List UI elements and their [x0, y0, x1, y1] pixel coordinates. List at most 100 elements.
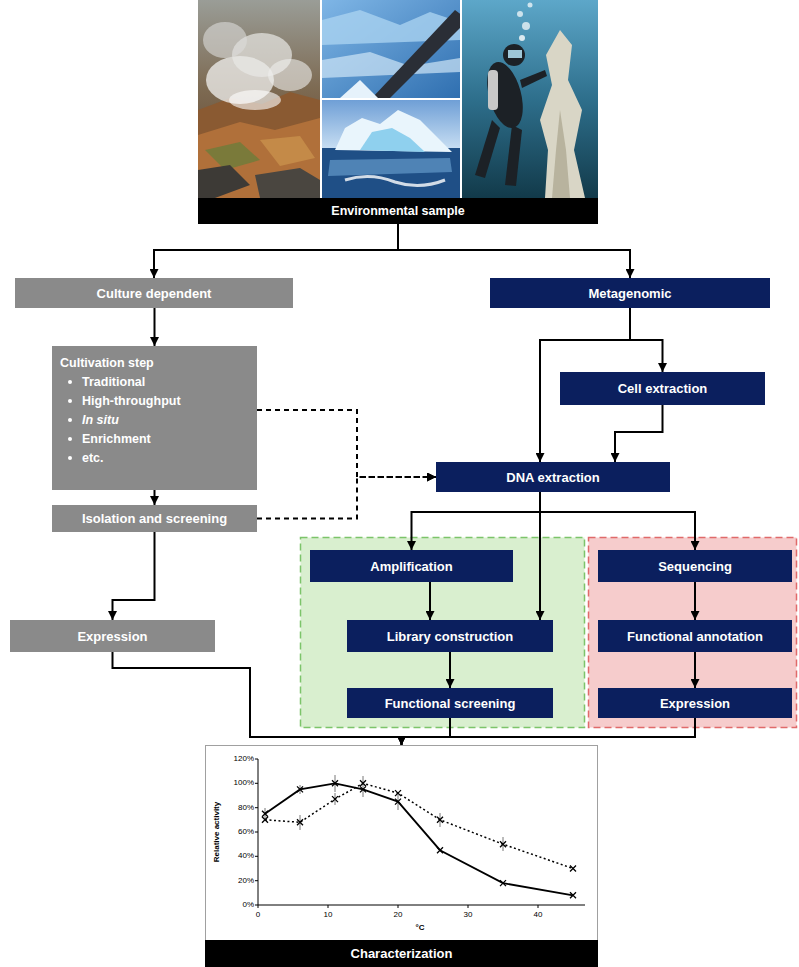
tick-label: 30 — [456, 910, 480, 920]
illustration-part — [328, 905, 329, 908]
activity-chart — [205, 745, 598, 967]
box-label: Cell extraction — [618, 381, 708, 396]
tick-label: 60% — [219, 827, 254, 837]
illustration-part — [468, 905, 469, 908]
bullet-dot — [68, 380, 72, 384]
illustration-part — [508, 50, 522, 58]
result-panel: Characterization120%100%80%60%40%20%0%01… — [205, 745, 598, 967]
tick-label: 10 — [316, 910, 340, 920]
diver-photo — [462, 0, 598, 198]
illustration-part — [260, 136, 315, 166]
process-box: Expression — [598, 688, 792, 718]
bullet-dot — [68, 399, 72, 403]
panel-bar: Characterization — [205, 940, 598, 967]
illustration-part — [205, 142, 260, 170]
sequencing-region — [589, 538, 797, 728]
process-box: Isolation and screening — [52, 505, 257, 532]
axis-title: °C — [405, 923, 435, 933]
bullet-dot — [68, 418, 72, 422]
branch-box: Culture dependent — [15, 278, 293, 308]
illustration-part — [528, 3, 533, 8]
tick-label: 80% — [219, 803, 254, 813]
box-label: Functional screening — [385, 696, 516, 711]
illustration-part — [203, 22, 247, 58]
tick-label: 0% — [219, 900, 254, 910]
box-label: Expression — [77, 629, 147, 644]
tick-label: 40 — [526, 910, 550, 920]
illustration-part — [519, 35, 525, 41]
flow-arrow — [540, 492, 695, 550]
item-text: etc. — [82, 451, 104, 465]
illustration-part — [475, 120, 500, 178]
tick-label: 20 — [386, 910, 410, 920]
method-item: Enrichment — [60, 429, 249, 448]
geothermal-photo — [198, 0, 320, 198]
process-box: Sequencing — [598, 550, 792, 582]
process-box: Functional annotation — [598, 620, 792, 652]
flow-arrow — [694, 582, 696, 620]
process-box: Expression — [10, 620, 215, 652]
process-box: Library construction — [347, 620, 553, 652]
method-box: Cultivation stepTraditionalHigh-throughp… — [52, 346, 257, 490]
illustration-part — [258, 905, 585, 906]
process-box: Cell extraction — [560, 372, 765, 405]
axis-title: Relative activity — [212, 782, 222, 882]
illustration-part — [340, 80, 378, 98]
illustration-part — [255, 168, 320, 198]
flow-arrow — [398, 224, 630, 278]
box-label: DNA extraction — [506, 470, 599, 485]
illustration-part — [540, 30, 585, 198]
bullet-dot — [68, 437, 72, 441]
box-label: Amplification — [370, 559, 452, 574]
illustration-part — [322, 148, 460, 198]
illustration-part — [503, 44, 525, 66]
iceberg-photo — [322, 100, 460, 198]
flow-arrow — [694, 652, 696, 688]
flow-arrow — [154, 224, 398, 278]
box-label: Library construction — [387, 629, 513, 644]
illustration-part — [229, 90, 281, 110]
illustration-part — [520, 70, 547, 88]
illustration-part — [255, 880, 258, 881]
illustration-part — [255, 856, 258, 857]
illustration-part — [322, 52, 460, 78]
flow-arrow — [113, 532, 155, 620]
tick-label: 40% — [219, 851, 254, 861]
illustration-part — [363, 776, 364, 797]
illustration-part — [255, 832, 258, 833]
item-text: High-throughput — [82, 394, 181, 408]
bullet-dot — [68, 456, 72, 460]
solid-curve — [265, 783, 573, 895]
illustration-part — [538, 905, 539, 908]
glacier-photo — [322, 0, 460, 98]
box-label: Culture dependent — [97, 286, 212, 301]
flow-arrow — [154, 308, 156, 346]
method-heading: Cultivation step — [60, 353, 249, 372]
box-label: Environmental sample — [331, 204, 464, 218]
process-box: Amplification — [310, 550, 513, 582]
illustration-part — [255, 807, 258, 808]
illustration-part — [360, 128, 425, 152]
item-text: Enrichment — [82, 432, 151, 446]
process-box: DNA extraction — [436, 462, 670, 492]
method-item: High-throughput — [60, 391, 249, 410]
heading-text: Cultivation step — [60, 356, 154, 370]
illustration-part — [462, 0, 598, 198]
illustration-part — [345, 176, 445, 185]
dashed-arrow — [257, 477, 436, 519]
tick-label: 0 — [246, 910, 270, 920]
chart-frame — [206, 746, 598, 967]
tick-label: 20% — [219, 876, 254, 886]
illustration-part — [198, 0, 320, 198]
flow-arrow — [630, 308, 663, 372]
item-text: Traditional — [82, 375, 145, 389]
flow-arrow — [412, 492, 541, 550]
illustration-part — [488, 70, 498, 110]
illustration-part — [255, 783, 258, 784]
illustration-part — [258, 905, 259, 908]
flow-arrow — [402, 718, 451, 745]
illustration-part — [522, 22, 530, 30]
tick-label: 120% — [219, 754, 254, 764]
box-label: Sequencing — [658, 559, 732, 574]
branch-box: Metagenomic — [490, 278, 770, 308]
